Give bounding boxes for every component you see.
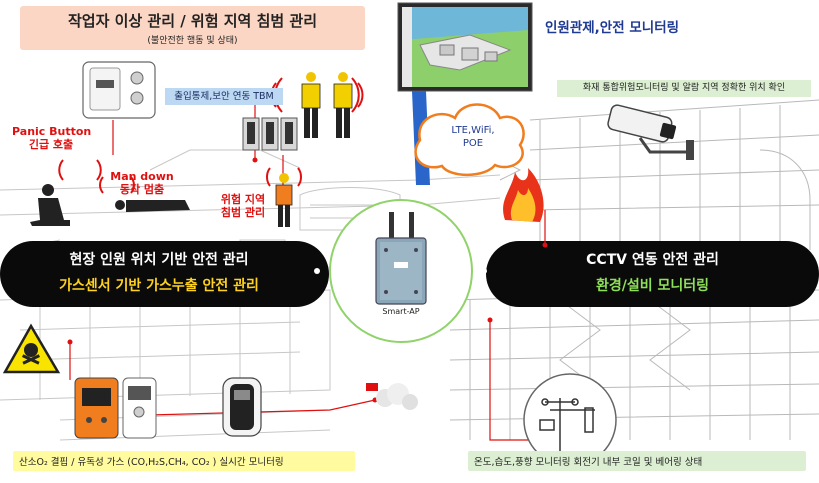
banner-right-line1: CCTV 연동 안전 관리: [586, 252, 719, 268]
banner-left-bg: [0, 241, 329, 307]
network-poe-text: POE: [462, 138, 484, 149]
gas-detector-icon: [74, 377, 157, 439]
header-box: 작업자 이상 관리 / 위험 지역 침범 관리 (불안전한 행동 및 상태): [20, 6, 365, 50]
cctv-camera-icon: [607, 104, 694, 160]
man-down-label: Man down 동작 멈춤: [110, 170, 174, 196]
security-gate-icon: [242, 117, 298, 151]
man-down-text: Man down: [110, 170, 174, 183]
smart-ap-label: Smart-AP: [382, 307, 420, 316]
person-sitting-icon: [30, 184, 70, 226]
danger-zone-text-2: 침범 관리: [220, 206, 266, 219]
panic-button-label: Panic Button 긴급 호출: [12, 125, 92, 151]
monitor-screen: [397, 2, 533, 92]
danger-zone-label: 위험 지역 침범 관리: [214, 193, 272, 219]
monitoring-title: 인원관제,안전 모니터링: [545, 20, 680, 36]
access-control-label: 출입통제,보안 연동 TBM: [165, 88, 283, 105]
gas-caption: 산소O₂ 결핍 / 유독성 가스 (CO,H₂S,CH₄, CO₂ ) 실시간 …: [13, 451, 355, 471]
banner-right-line2: 환경/설비 모니터링: [595, 278, 710, 294]
person-lying-icon: [115, 200, 190, 212]
banner-right-bg: [486, 241, 819, 307]
banner-left-line2: 가스센서 기반 가스누출 안전 관리: [59, 278, 259, 294]
worker-orange-vest-icon: [275, 173, 293, 227]
emergency-call-text: 긴급 호출: [28, 138, 74, 151]
banner-left-line1: 현장 인원 위치 기반 안전 관리: [69, 252, 249, 268]
toxic-hazard-icon: [2, 323, 61, 374]
header-title: 작업자 이상 관리 / 위험 지역 침범 관리: [67, 12, 318, 30]
danger-zone-text-1: 위험 지역: [220, 193, 266, 206]
access-card-reader-icon: [82, 61, 156, 119]
env-caption: 온도,습도,풍향 모니터링 회전기 내부 코일 및 베어링 상태: [468, 451, 806, 471]
network-cloud-icon: [414, 103, 525, 177]
motion-stop-text: 동작 멈춤: [119, 183, 165, 196]
portable-sensor-icon: [222, 377, 262, 437]
workers-icon: [301, 72, 353, 138]
cctv-caption: 화재 통합위험모니터링 및 알람 지역 정확한 위치 확인: [557, 80, 811, 97]
panic-button-text: Panic Button: [12, 125, 92, 138]
network-label: LTE,WiFi, POE: [438, 124, 508, 150]
gas-leak-icon: [366, 383, 418, 410]
weather-station-icon: [539, 398, 595, 455]
fire-icon: [503, 168, 544, 222]
header-subtitle: (불안전한 행동 및 상태): [147, 36, 238, 46]
network-text: LTE,WiFi,: [451, 125, 495, 136]
smart-ap-device-icon: [375, 212, 427, 305]
